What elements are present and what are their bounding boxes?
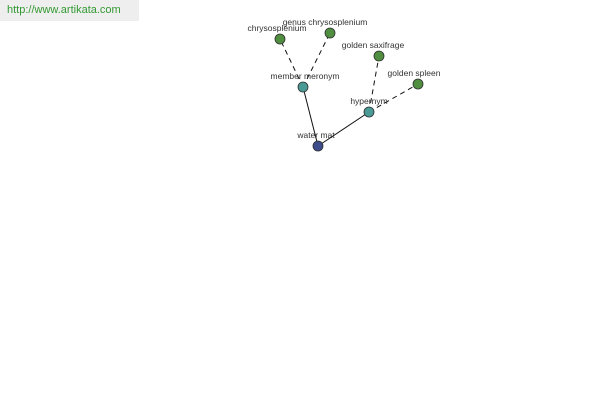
edge-hypernym-golden-spleen [368, 83, 419, 113]
edge-water-mat-member-meronym [302, 86, 319, 147]
graph-nodes: water mat member meronym hypernym chrysospl… [247, 17, 441, 152]
node-label-genus-chrysosplenium: genus chrysosplenium [283, 17, 368, 27]
url-link[interactable]: http://www.artikata.com [7, 4, 121, 16]
edge-hypernym-golden-saxifrage [368, 55, 380, 113]
node-chrysosplenium[interactable] [274, 33, 286, 45]
node-member-meronym[interactable] [297, 81, 309, 93]
node-label-chrysosplenium: chrysosplenium [247, 23, 306, 33]
node-label-golden-saxifrage: golden saxifrage [342, 40, 405, 50]
node-hypernym[interactable] [363, 106, 375, 118]
node-golden-spleen[interactable] [412, 78, 424, 90]
node-label-hypernym: hypernym [350, 96, 387, 106]
node-label-water-mat: water mat [296, 130, 335, 140]
node-label-golden-spleen: golden spleen [388, 68, 441, 78]
node-water-mat[interactable] [312, 140, 324, 152]
edge-water-mat-hypernym [317, 111, 370, 147]
node-golden-saxifrage[interactable] [373, 50, 385, 62]
node-label-member-meronym: member meronym [271, 71, 340, 81]
url-banner: http://www.artikata.com [0, 0, 139, 21]
node-genus-chrysosplenium[interactable] [324, 27, 336, 39]
edge-member-meronym-genus-chrysosplenium [302, 32, 331, 88]
graph-edges [279, 32, 419, 147]
